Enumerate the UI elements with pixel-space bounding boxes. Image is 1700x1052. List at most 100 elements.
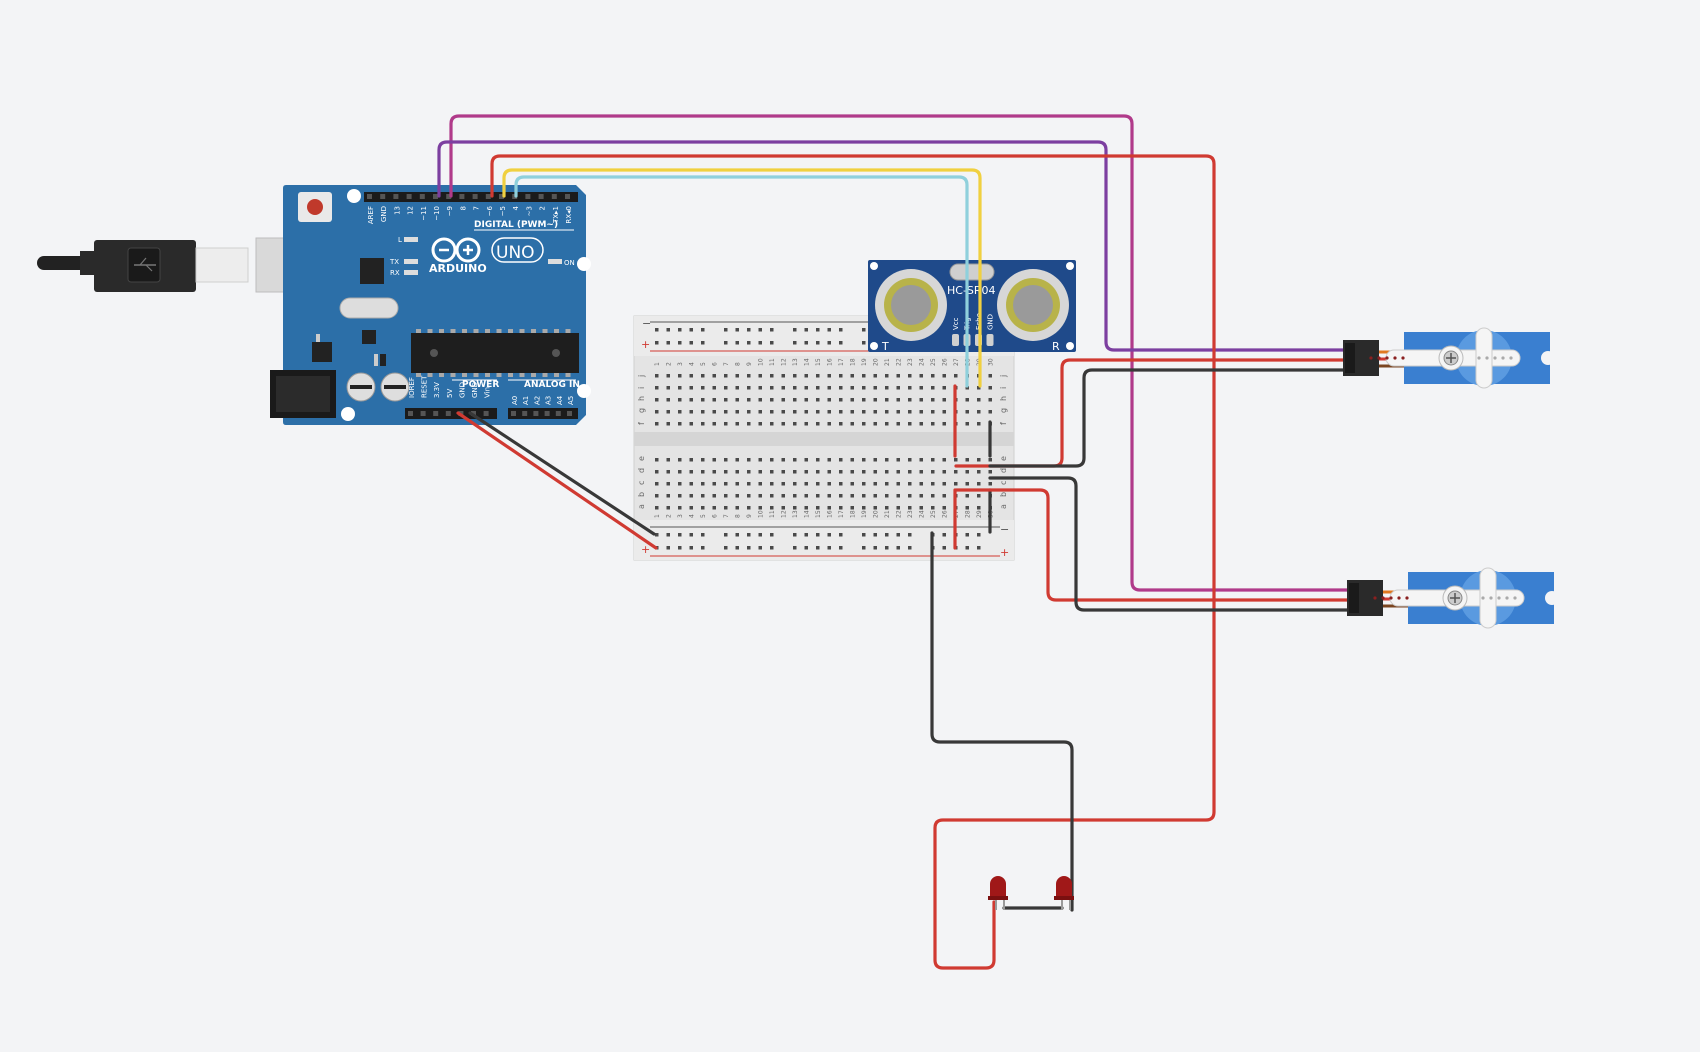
wire-gnd[interactable] [468, 411, 656, 536]
servo-horn-screw-icon [1447, 590, 1463, 606]
svg-text:g: g [637, 408, 646, 413]
pin-label: A1 [522, 396, 530, 405]
wire-trig[interactable] [502, 168, 982, 388]
svg-text:c: c [637, 481, 646, 485]
wire-led-gnd[interactable] [930, 531, 1074, 912]
svg-text:25: 25 [930, 510, 937, 518]
header-pin[interactable] [472, 194, 478, 199]
header-pin[interactable] [367, 194, 372, 199]
wire-servo1-gnd[interactable] [988, 368, 1350, 468]
pin-label: Vin [484, 387, 492, 398]
header-pin[interactable] [446, 194, 452, 199]
header-pin[interactable] [551, 194, 557, 199]
center-channel [634, 432, 1014, 446]
wires[interactable] [437, 114, 1352, 970]
svg-text:7: 7 [723, 362, 730, 366]
svg-text:d: d [637, 468, 646, 473]
pin-label: 7 [473, 206, 481, 210]
svg-text:1: 1 [654, 514, 661, 518]
crystal [339, 297, 399, 319]
wire-servo1-vcc[interactable] [954, 358, 1350, 468]
svg-text:ON: ON [564, 259, 575, 267]
led-1[interactable] [988, 876, 1008, 910]
header-pin[interactable] [433, 194, 438, 199]
svg-text:28: 28 [965, 510, 972, 518]
header-pin[interactable] [555, 411, 561, 416]
svg-text:h: h [999, 396, 1008, 401]
receiver-transducer [997, 269, 1069, 341]
wire-led-anode[interactable] [490, 154, 1216, 970]
mounting-hole [577, 257, 591, 271]
wire-signal-servo1[interactable] [437, 140, 1350, 352]
header-pin[interactable] [408, 411, 413, 416]
svg-text:g: g [999, 408, 1008, 413]
servo-motor-1[interactable] [1343, 327, 1555, 389]
svg-text:29: 29 [976, 510, 983, 518]
pin-label: 3.3V [433, 382, 441, 398]
svg-text:h: h [637, 396, 646, 401]
pin-label: 8 [459, 206, 467, 210]
svg-text:T: T [881, 340, 889, 353]
reset-button[interactable] [298, 192, 332, 222]
svg-text:10: 10 [758, 510, 765, 518]
header-pin[interactable] [567, 411, 572, 416]
svg-text:22: 22 [896, 358, 903, 366]
svg-text:R: R [1052, 340, 1060, 353]
svg-text:a: a [999, 504, 1008, 509]
svg-text:3: 3 [677, 362, 684, 366]
arduino-uno-board[interactable]: L TX RX ON ARDUINO UNO DIGITAL (PWM~) PO… [270, 185, 591, 425]
header-pin[interactable] [433, 411, 439, 416]
pin-label: A0 [511, 396, 519, 405]
wire-5v[interactable] [456, 411, 658, 550]
svg-text:e: e [637, 456, 646, 461]
header-pin[interactable] [393, 194, 399, 199]
svg-text:+: + [641, 338, 650, 351]
pin-label: GND [380, 206, 388, 222]
wire-echo[interactable] [514, 175, 969, 388]
analog-header[interactable] [508, 408, 578, 419]
svg-text:8: 8 [735, 514, 742, 518]
wire-signal-servo2[interactable] [449, 114, 1352, 592]
svg-text:23: 23 [907, 358, 914, 366]
pin-label: AREF [367, 206, 375, 224]
svg-text:26: 26 [942, 358, 949, 366]
digital-header[interactable] [364, 192, 578, 202]
usb-chip [360, 258, 384, 284]
pin-label: ~11 [420, 206, 428, 221]
header-pin[interactable] [511, 411, 516, 416]
sensor-pin[interactable] [952, 334, 959, 346]
svg-text:30: 30 [988, 358, 995, 366]
header-pin[interactable] [406, 194, 412, 199]
header-pin[interactable] [565, 194, 570, 199]
svg-text:16: 16 [827, 358, 834, 366]
header-pin[interactable] [538, 194, 544, 199]
pin-label: GND [471, 382, 479, 398]
header-pin[interactable] [533, 411, 539, 416]
header-pin[interactable] [419, 194, 425, 199]
svg-text:11: 11 [769, 358, 776, 366]
svg-text:b: b [999, 492, 1008, 497]
bottom-power-rail[interactable] [634, 520, 1014, 560]
header-pin[interactable] [380, 194, 386, 199]
header-pin[interactable] [525, 194, 531, 199]
header-pin[interactable] [459, 194, 465, 199]
wire-servo2-gnd[interactable] [988, 476, 1352, 612]
header-pin[interactable] [522, 411, 528, 416]
header-pin[interactable] [485, 194, 491, 199]
sensor-pin[interactable] [986, 334, 994, 346]
power-header[interactable] [405, 408, 497, 419]
header-pin[interactable] [499, 194, 504, 199]
led-2[interactable] [1054, 876, 1074, 910]
servo-motor-2[interactable] [1347, 567, 1559, 629]
header-pin[interactable] [420, 411, 426, 416]
mounting-hole [341, 407, 355, 421]
breadboard[interactable]: − + − + + 112233445566778899101011111212… [633, 315, 1015, 561]
header-pin[interactable] [544, 411, 550, 416]
pin-label: ~3 [525, 206, 533, 216]
header-pin[interactable] [483, 411, 489, 416]
svg-text:+: + [641, 543, 650, 556]
pin-label: RESET [421, 375, 429, 398]
wire-servo2-vcc[interactable] [954, 488, 1352, 602]
header-pin[interactable] [445, 411, 451, 416]
